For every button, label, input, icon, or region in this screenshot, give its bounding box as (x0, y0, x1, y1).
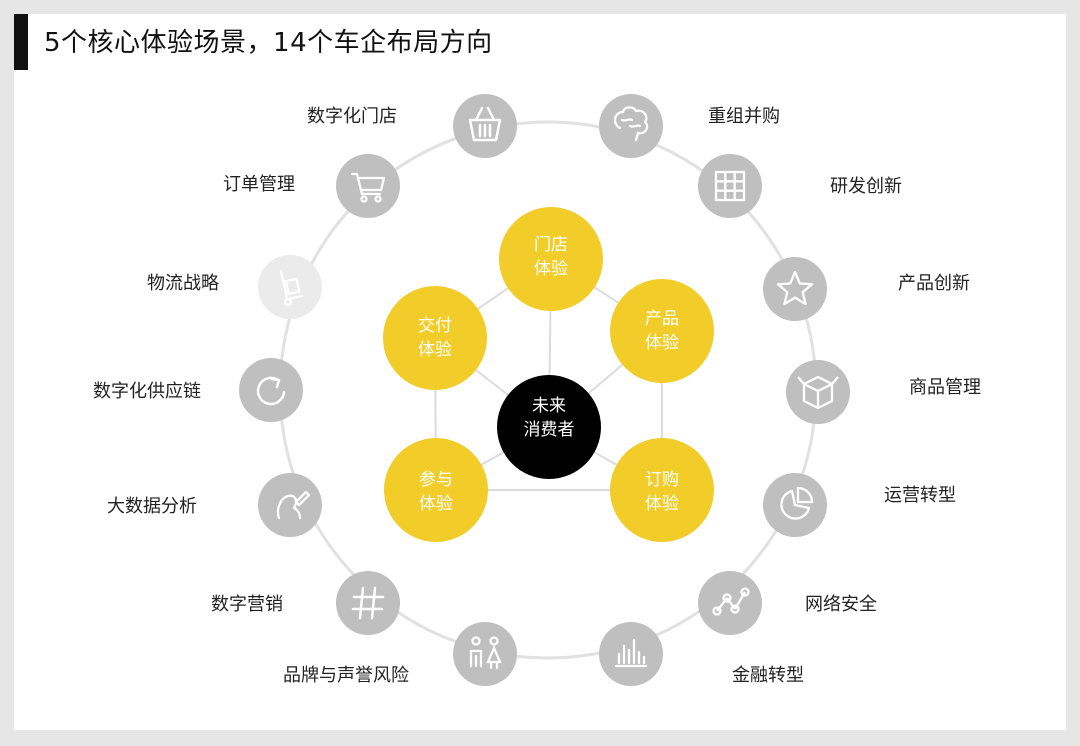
direction-item-finance: 金融转型 (599, 622, 804, 686)
basket-icon (468, 106, 502, 142)
page-title: 5个核心体验场景，14个车企布局方向 (44, 28, 493, 58)
direction-item-big-data: 大数据分析 (107, 473, 322, 537)
direction-label: 产品创新 (898, 273, 970, 294)
direction-label: 金融转型 (732, 665, 804, 686)
direction-item-cybersecurity: 网络安全 (698, 571, 877, 635)
experience-node-delivery: 交付 体验 (383, 286, 487, 390)
box-icon (797, 375, 839, 410)
star-icon (776, 270, 814, 306)
direction-item-digital-marketing: 数字营销 (211, 571, 400, 635)
brain-icon (613, 106, 649, 142)
direction-label: 重组并购 (708, 106, 780, 127)
experience-label-line1: 门店 (534, 235, 568, 255)
direction-item-mergers: 重组并购 (599, 94, 780, 158)
center-label-line1: 未来 (532, 396, 566, 416)
direction-item-merchandise: 商品管理 (786, 360, 981, 424)
direction-label: 物流战略 (147, 273, 219, 294)
experience-node-store: 门店 体验 (499, 207, 603, 311)
direction-label: 研发创新 (830, 176, 902, 197)
grid-icon (714, 170, 746, 202)
experience-label-line1: 订购 (645, 470, 679, 490)
direction-item-logistics: 物流战略 (147, 255, 322, 319)
cart-icon (350, 172, 386, 203)
experience-node-product: 产品 体验 (610, 279, 714, 383)
direction-item-product-innovation: 产品创新 (763, 257, 970, 321)
experience-label-line1: 产品 (645, 309, 679, 329)
experience-label-line2: 体验 (534, 259, 568, 279)
direction-item-order-management: 订单管理 (223, 154, 400, 218)
direction-label: 数字化供应链 (93, 381, 201, 402)
direction-label: 商品管理 (909, 377, 981, 398)
direction-item-digital-store: 数字化门店 (307, 94, 517, 158)
direction-label: 数字化门店 (307, 106, 397, 127)
bar-chart-icon (614, 638, 648, 668)
direction-item-brand-reputation: 品牌与声誉风险 (283, 622, 517, 686)
experience-label-line1: 交付 (418, 316, 452, 336)
experience-node-order: 订购 体验 (610, 438, 714, 542)
title-accent-bar (14, 14, 28, 70)
experience-label-line2: 体验 (418, 340, 452, 360)
center-node: 未来 消费者 (497, 375, 601, 479)
direction-label: 订单管理 (223, 174, 295, 195)
center-label-line2: 消费者 (524, 420, 575, 440)
direction-label: 网络安全 (805, 594, 877, 615)
refresh-icon (256, 376, 286, 406)
direction-item-digital-supply-chain: 数字化供应链 (93, 358, 303, 422)
people-icon (469, 636, 502, 670)
direction-label: 大数据分析 (107, 496, 197, 517)
direction-item-rnd: 研发创新 (698, 154, 902, 218)
direction-label: 数字营销 (211, 594, 283, 615)
experience-label-line2: 体验 (419, 494, 453, 514)
network-icon (712, 587, 750, 616)
direction-item-operations: 运营转型 (763, 473, 956, 537)
pie-chart-icon (780, 486, 814, 520)
experience-label-line2: 体验 (645, 494, 679, 514)
direction-label: 品牌与声誉风险 (283, 665, 409, 686)
experience-node-participation: 参与 体验 (384, 438, 488, 542)
direction-label: 运营转型 (884, 485, 956, 506)
hand-truck-icon (279, 269, 304, 307)
content-panel (14, 14, 1066, 730)
experience-label-line2: 体验 (645, 333, 679, 353)
profile-pen-icon (276, 490, 311, 520)
hashtag-icon (351, 586, 385, 620)
experience-label-line1: 参与 (419, 470, 453, 490)
